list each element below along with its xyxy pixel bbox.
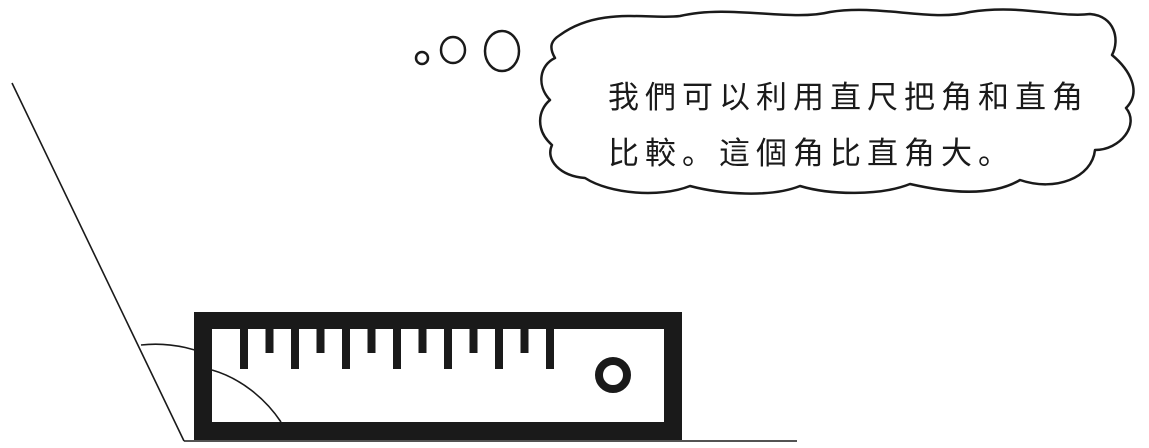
thought-dot-small [414,50,430,66]
ruler-tick [520,329,529,353]
ruler-hole [595,357,631,393]
ruler-face [212,329,664,422]
ruler-ticks [240,329,554,369]
ruler-tick [291,329,299,369]
thought-dot-medium [439,35,467,65]
speech-text: 我們可以利用直尺把角和直角 比較。這個角比直角大。 [608,70,1089,182]
ruler-tick [342,329,350,369]
ruler-tick [469,329,478,353]
ruler-tick [316,329,325,353]
ruler-tick [367,329,376,353]
ruler-tick [265,329,274,353]
thought-bubble-trail [414,29,521,73]
angle-arc-inner [211,369,282,423]
cloud-bubble-outline [538,8,1135,195]
ruler-tick [444,329,452,369]
ruler-tick [240,329,248,369]
thought-dot-large [483,29,521,73]
ruler-tick [546,329,554,369]
angle-arm-slanted [11,82,185,442]
ruler [194,312,682,440]
ruler-tick [418,329,427,353]
speech-line-1: 我們可以利用直尺把角和直角 [608,80,1089,116]
ruler-tick [495,329,503,369]
ruler-tick [393,329,401,369]
speech-line-2: 比較。這個角比直角大。 [608,136,1015,172]
